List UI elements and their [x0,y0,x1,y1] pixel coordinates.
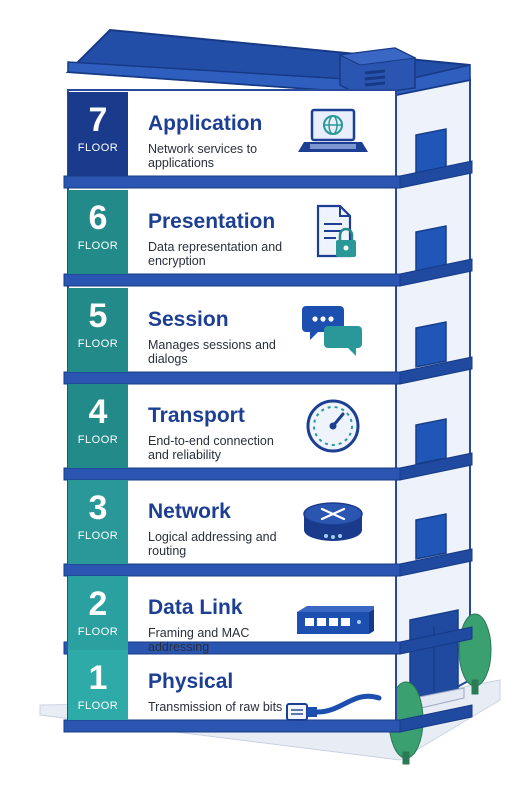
floor-number: 3 [88,489,108,527]
floor-number: 5 [88,297,108,335]
ethernet-cable-icon [286,693,382,721]
chat-bubbles-icon [302,306,362,356]
floor-label: FLOOR [77,626,119,638]
floor-label: FLOOR [77,338,119,350]
floor-label: FLOOR [77,240,119,252]
floor-number: 4 [88,393,108,431]
floor-badge: 5 FLOOR [68,288,128,372]
router-icon [303,502,363,541]
layer-description: Framing and MAC addressing [148,626,250,654]
floor-4: 4 FLOOR Transport End-to-end connection … [68,384,396,468]
layer-title: Presentation [148,210,276,233]
layer-title: Transport [148,404,245,427]
layer-description: Manages sessions and dialogs [148,338,276,366]
floor-6: 6 FLOOR Presentation Data representation… [68,190,396,274]
floor-slab [63,371,401,385]
floor-5: 5 FLOOR Session Manages sessions and dia… [68,288,396,372]
floor-label: FLOOR [77,142,119,154]
floor-badge: 1 FLOOR [68,650,128,720]
speedometer-icon [306,399,360,453]
laptop-globe-icon [298,108,368,152]
floor-badge: 6 FLOOR [68,190,128,274]
floor-label: FLOOR [77,434,119,446]
floor-1: 1 FLOOR Physical Transmission of raw bit… [68,650,396,721]
rooftop-hvac-unit [338,47,417,96]
document-lock-icon [316,204,356,258]
layer-title: Physical [148,670,234,693]
floor-badge: 3 FLOOR [68,480,128,564]
floor-slab-side [399,258,473,287]
floor-3: 3 FLOOR Network Logical addressing and r… [68,480,396,564]
layer-description: Data representation and encryption [148,240,283,268]
side-windows [415,128,447,560]
floor-number: 1 [88,659,108,697]
floor-number: 7 [88,101,108,139]
floor-slab-side [399,160,473,189]
floor-badge: 2 FLOOR [68,576,128,660]
floor-badge: 7 FLOOR [68,92,128,176]
floor-badge: 4 FLOOR [68,384,128,468]
switch-icon [297,606,374,634]
layer-description: Transmission of raw bits [148,700,283,714]
floor-slab [63,563,401,577]
floor-number: 2 [88,585,108,623]
floor-number: 6 [88,199,108,237]
floor-slab-side [399,626,473,655]
floor-7: 7 FLOOR Application Network services to … [68,92,396,176]
floor-slab-side [399,356,473,385]
layer-title: Data Link [148,596,243,619]
layer-description: Network services to applications [148,142,258,170]
floor-2: 2 FLOOR Data Link Framing and MAC addres… [68,576,396,660]
layer-title: Session [148,308,229,331]
floor-slab [63,467,401,481]
floor-label: FLOOR [77,700,119,712]
floor-slab [63,175,401,189]
layer-description: Logical addressing and routing [148,530,277,558]
floor-slab-side [399,704,473,733]
layer-description: End-to-end connection and reliability [148,434,274,462]
floor-slab-side [399,548,473,577]
floor-slab [63,273,401,287]
layer-title: Application [148,112,263,135]
floor-label: FLOOR [77,530,119,542]
layer-title: Network [148,500,231,523]
floor-slab-side [399,452,473,481]
